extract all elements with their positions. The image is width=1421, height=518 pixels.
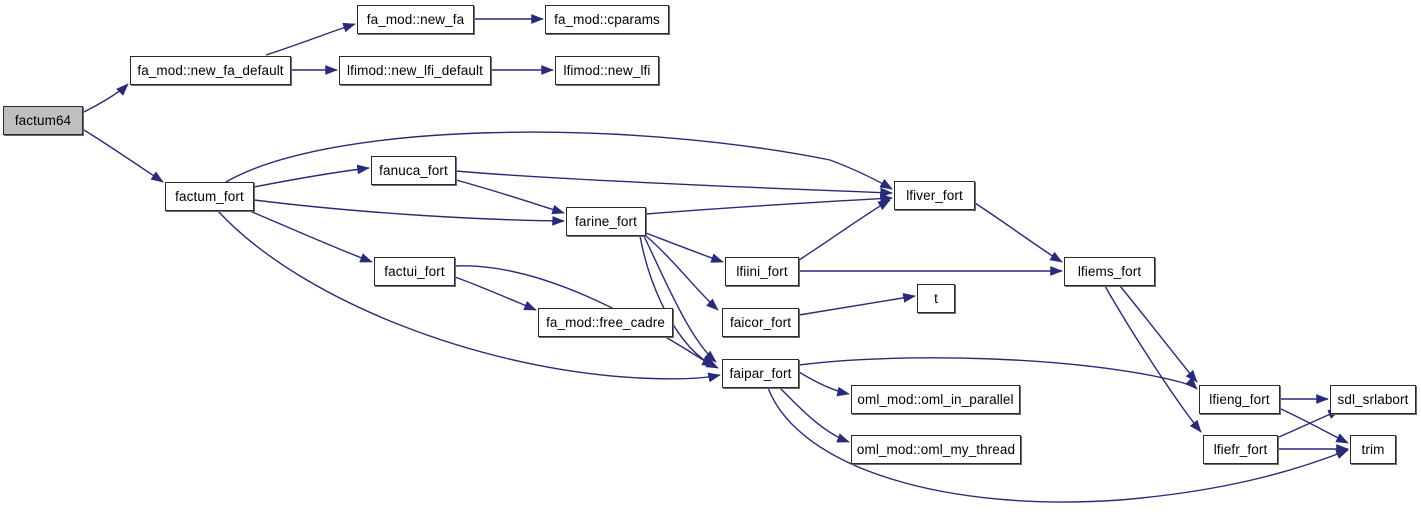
- graph-node-label: lfimod::new_lfi: [563, 62, 651, 78]
- graph-node-t[interactable]: t: [917, 284, 955, 313]
- graph-edge-lfiver_fort-to-lfiems_fort: [974, 202, 1063, 263]
- graph-edge-fanuca_fort-to-lfiver_fort: [455, 170, 893, 198]
- graph-node-fa_mod_new_fa_default[interactable]: fa_mod::new_fa_default: [130, 56, 291, 85]
- graph-edge-farine_fort-to-lfiini_fort: [645, 232, 724, 263]
- graph-edge-lfieng_fort-to-trim: [1280, 408, 1349, 444]
- graph-node-sdl_srlabort[interactable]: sdl_srlabort: [1330, 385, 1416, 414]
- graph-node-lfiems_fort[interactable]: lfiems_fort: [1064, 257, 1155, 286]
- graph-node-fa_mod_free_cadre[interactable]: fa_mod::free_cadre: [538, 308, 673, 337]
- graph-edge-farine_fort-to-faipar_fort: [643, 235, 717, 363]
- graph-node-label: lfimod::new_lfi_default: [347, 62, 483, 78]
- graph-edge-factum64-to-fa_mod_new_fa_default: [83, 83, 129, 113]
- graph-node-label: lfiini_fort: [736, 263, 788, 279]
- graph-edge-factui_fort-to-fa_mod_free_cadre: [454, 276, 537, 311]
- graph-node-fa_mod_new_fa[interactable]: fa_mod::new_fa: [357, 5, 474, 34]
- graph-node-lfiefr_fort[interactable]: lfiefr_fort: [1203, 435, 1278, 464]
- graph-edge-lfiefr_fort-to-sdl_srlabort: [1278, 409, 1341, 438]
- graph-node-label: lfieng_fort: [1209, 391, 1270, 407]
- graph-edge-fa_mod_new_fa_default-to-fa_mod_new_fa: [265, 22, 356, 56]
- graph-edge-factum64-to-factum_fort: [83, 129, 164, 183]
- graph-edge-faipar_fort-to-oml_mod_oml_in_parallel: [798, 371, 850, 397]
- graph-node-trim[interactable]: trim: [1350, 435, 1396, 464]
- graph-node-factum_fort[interactable]: factum_fort: [165, 182, 254, 211]
- graph-edge-farine_fort-to-faicor_fort: [645, 235, 719, 311]
- graph-edge-faicor_fort-to-t: [798, 293, 916, 316]
- graph-node-fa_mod_cparams[interactable]: fa_mod::cparams: [545, 5, 669, 34]
- graph-node-label: lfiems_fort: [1077, 263, 1142, 279]
- graph-node-oml_mod_oml_my_thread[interactable]: oml_mod::oml_my_thread: [851, 435, 1021, 464]
- graph-node-faicor_fort[interactable]: faicor_fort: [722, 308, 799, 337]
- graph-edge-faipar_fort-to-oml_mod_oml_my_thread: [779, 387, 850, 443]
- graph-node-lfimod_new_lfi[interactable]: lfimod::new_lfi: [555, 56, 659, 85]
- graph-node-label: oml_mod::oml_in_parallel: [857, 391, 1014, 407]
- graph-node-label: factum_fort: [175, 188, 244, 204]
- graph-edge-fanuca_fort-to-farine_fort: [455, 179, 565, 215]
- graph-node-label: t: [934, 290, 938, 306]
- graph-edge-factum_fort-to-lfiver_fort: [225, 131, 893, 190]
- graph-node-oml_mod_oml_in_parallel[interactable]: oml_mod::oml_in_parallel: [851, 385, 1020, 414]
- graph-edge-lfiems_fort-to-lfiefr_fort: [1104, 285, 1202, 433]
- graph-node-faipar_fort[interactable]: faipar_fort: [722, 359, 799, 388]
- graph-node-label: factui_fort: [384, 263, 445, 279]
- graph-edge-farine_fort-to-lfiver_fort: [645, 193, 893, 215]
- graph-node-label: faipar_fort: [729, 365, 792, 381]
- graph-node-label: fa_mod::cparams: [554, 11, 660, 27]
- graph-node-farine_fort[interactable]: farine_fort: [566, 207, 646, 236]
- graph-edge-lfiems_fort-to-lfieng_fort: [1119, 285, 1198, 383]
- graph-node-label: lfiefr_fort: [1213, 441, 1268, 457]
- graph-edge-factum_fort-to-farine_fort: [253, 199, 565, 226]
- graph-node-label: fa_mod::new_fa: [366, 11, 465, 27]
- graph-edge-farine_fort-to-faipar_fort_2: [639, 235, 715, 367]
- graph-node-label: sdl_srlabort: [1337, 391, 1409, 407]
- graph-node-label: trim: [1361, 441, 1385, 457]
- graph-edge-lfiini_fort-to-lfiver_fort: [798, 199, 891, 261]
- graph-edge-factum_fort-to-faipar_fort: [217, 210, 721, 383]
- graph-node-lfieng_fort[interactable]: lfieng_fort: [1199, 385, 1280, 414]
- graph-node-factui_fort[interactable]: factui_fort: [374, 257, 455, 286]
- graph-node-label: fanuca_fort: [379, 162, 448, 178]
- graph-node-label: fa_mod::free_cadre: [546, 314, 665, 330]
- graph-node-lfimod_new_lfi_default[interactable]: lfimod::new_lfi_default: [339, 56, 491, 85]
- graph-node-factum64[interactable]: factum64: [3, 106, 83, 135]
- graph-edge-factum_fort-to-factui_fort: [249, 210, 373, 263]
- graph-node-label: lfiver_fort: [906, 187, 963, 203]
- graph-node-label: factum64: [14, 112, 72, 128]
- graph-edge-factum_fort-to-fanuca_fort: [253, 164, 370, 188]
- graph-node-label: oml_mod::oml_my_thread: [856, 441, 1016, 457]
- graph-node-fanuca_fort[interactable]: fanuca_fort: [371, 156, 456, 185]
- graph-node-label: faicor_fort: [729, 314, 792, 330]
- graph-node-label: fa_mod::new_fa_default: [137, 62, 284, 78]
- graph-node-label: farine_fort: [575, 213, 637, 229]
- graph-node-lfiver_fort[interactable]: lfiver_fort: [894, 181, 975, 210]
- graph-node-lfiini_fort[interactable]: lfiini_fort: [725, 257, 799, 286]
